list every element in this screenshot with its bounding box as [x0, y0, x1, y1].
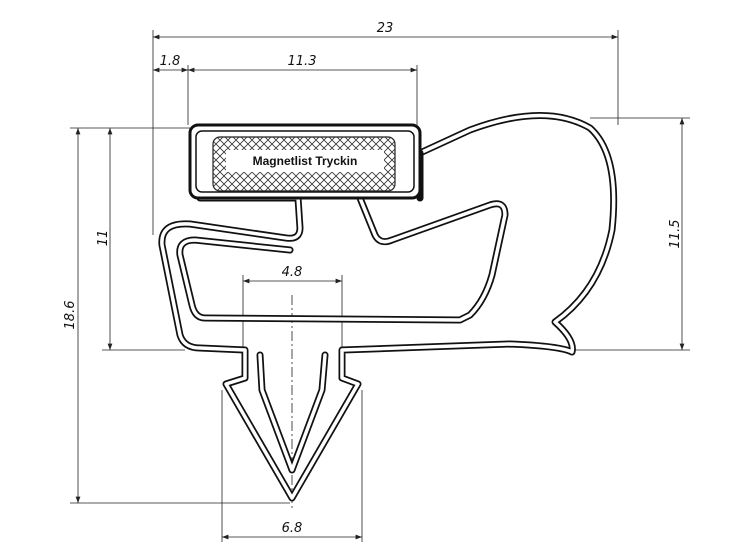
dim-left-offset: 1.8 [160, 54, 181, 69]
dim-magnet-height: 11 [96, 230, 111, 247]
extension-lines [70, 30, 690, 542]
dimension-lines [75, 34, 685, 540]
dim-dart-width: 6.8 [282, 521, 303, 536]
dim-right-height: 11.5 [668, 220, 683, 249]
gasket-profile [158, 112, 618, 502]
dim-overall-width: 23 [377, 21, 394, 36]
magnet-label: Magnetlist Tryckin [253, 154, 358, 168]
dim-magnet-width: 11.3 [288, 54, 317, 69]
dim-dart-neck-width: 4.8 [282, 265, 303, 280]
dim-total-height: 18.6 [63, 301, 78, 330]
